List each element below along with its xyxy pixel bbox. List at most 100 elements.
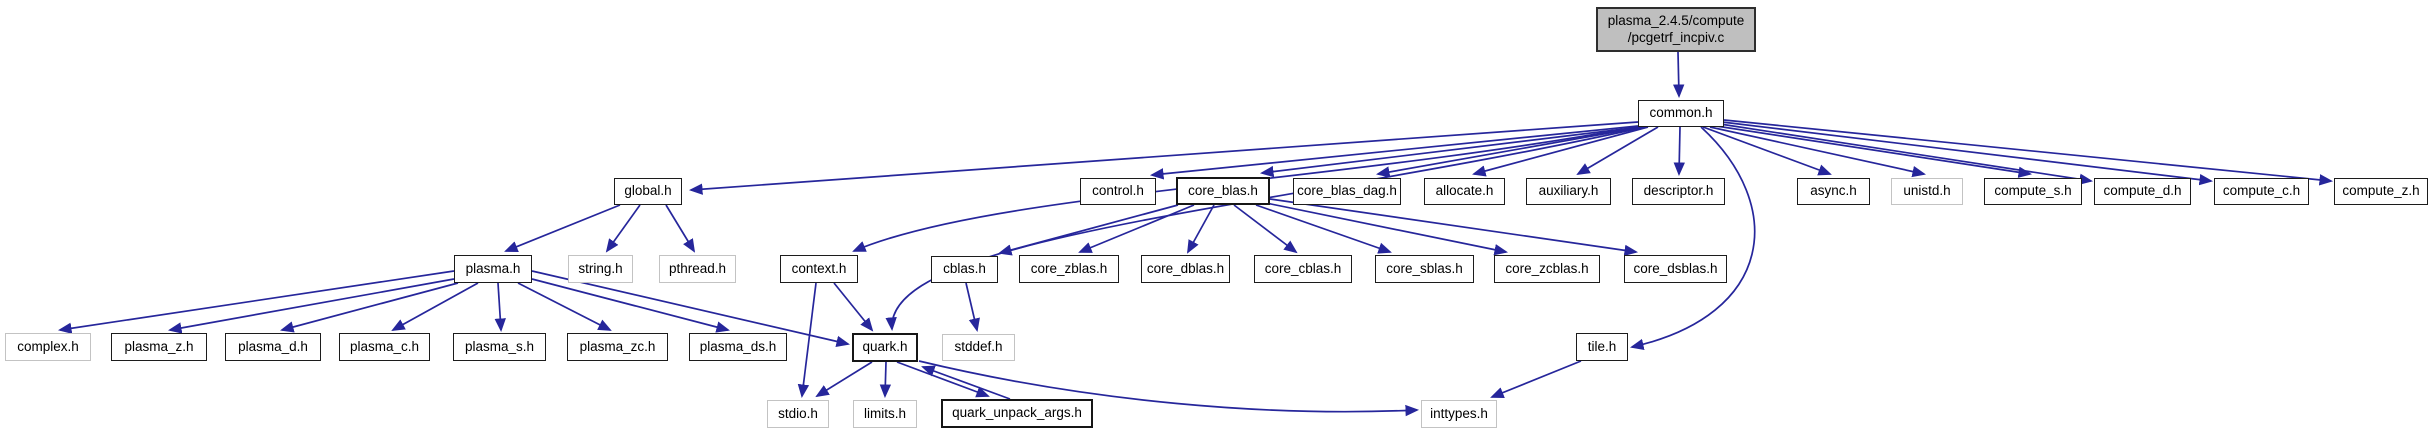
node-core_cblas[interactable]: core_cblas.h — [1254, 255, 1352, 283]
node-inttypes: inttypes.h — [1421, 400, 1497, 428]
edge-plasma-to-complex — [57, 270, 455, 334]
edge-core_blas-to-core_cblas — [1233, 204, 1298, 254]
node-label: plasma_s.h — [464, 338, 535, 354]
node-label: quark_unpack_args.h — [952, 405, 1082, 421]
node-label: core_cblas.h — [1264, 260, 1342, 276]
edge-pcgetrf_incpiv-to-common — [1673, 51, 1685, 99]
node-stddef: stddef.h — [942, 334, 1015, 361]
edge-common-to-compute_c — [1721, 121, 2214, 186]
node-label: inttypes.h — [1430, 405, 1488, 421]
node-core_zblas[interactable]: core_zblas.h — [1019, 255, 1119, 283]
node-quark_unpack_args[interactable]: quark_unpack_args.h — [941, 399, 1093, 428]
node-complex: complex.h — [5, 333, 91, 361]
edge-quark_unpack_args-to-quark — [921, 365, 1011, 400]
node-label: compute_s.h — [1994, 183, 2072, 199]
node-common[interactable]: common.h — [1638, 100, 1724, 127]
node-core_zcblas[interactable]: core_zcblas.h — [1494, 255, 1600, 283]
edge-common-to-unistd — [1709, 126, 1926, 178]
node-label: limits.h — [863, 405, 906, 421]
node-label: core_dblas.h — [1146, 260, 1225, 276]
edge-global-to-string — [605, 204, 641, 253]
edge-core_blas-to-cblas — [998, 204, 1179, 256]
edge-core_blas-to-core_dsblas — [1269, 198, 1639, 256]
node-context[interactable]: context.h — [780, 255, 858, 283]
node-label: plasma_2.4.5/compute /pcgetrf_incpiv.c — [1607, 12, 1745, 45]
edge-common-to-descriptor — [1673, 126, 1685, 177]
node-label: tile.h — [1587, 338, 1617, 354]
node-label: quark.h — [862, 339, 908, 355]
node-compute_z[interactable]: compute_z.h — [2334, 178, 2428, 205]
node-label: cblas.h — [943, 261, 986, 277]
node-core_dblas[interactable]: core_dblas.h — [1141, 255, 1230, 283]
node-label: control.h — [1092, 183, 1144, 199]
edge-common-to-allocate — [1472, 126, 1649, 177]
node-label: unistd.h — [1903, 183, 1951, 199]
node-label: plasma_d.h — [238, 338, 308, 354]
node-label: core_blas.h — [1188, 182, 1258, 198]
node-label: compute_c.h — [2222, 183, 2301, 199]
node-plasma_zc[interactable]: plasma_zc.h — [567, 333, 668, 361]
edge-core_blas-to-core_zblas — [1078, 204, 1195, 253]
node-core_sblas[interactable]: core_sblas.h — [1375, 255, 1474, 283]
node-unistd: unistd.h — [1891, 178, 1963, 205]
node-label: compute_d.h — [2103, 183, 2182, 199]
edge-tile-to-inttypes — [1490, 360, 1582, 398]
edge-core_blas-to-core_zcblas — [1265, 202, 1508, 256]
node-cblas[interactable]: cblas.h — [931, 256, 998, 283]
node-label: plasma.h — [465, 260, 521, 276]
node-plasma_s[interactable]: plasma_s.h — [453, 333, 546, 361]
edge-common-to-compute_d — [1719, 123, 2094, 185]
node-label: plasma_ds.h — [699, 338, 777, 354]
edge-quark-to-quark_unpack_args — [896, 361, 990, 398]
node-compute_d[interactable]: compute_d.h — [2094, 178, 2191, 205]
edge-plasma-to-plasma_d — [280, 282, 459, 333]
node-stdio: stdio.h — [767, 400, 829, 428]
node-compute_c[interactable]: compute_c.h — [2214, 178, 2309, 205]
edge-common-to-core_blas — [1259, 126, 1641, 178]
node-plasma_z[interactable]: plasma_z.h — [111, 333, 207, 361]
node-label: stddef.h — [954, 339, 1003, 355]
node-label: core_zcblas.h — [1505, 260, 1589, 276]
node-label: plasma_c.h — [349, 338, 420, 354]
node-descriptor[interactable]: descriptor.h — [1632, 178, 1725, 205]
edge-plasma-to-plasma_s — [494, 282, 506, 333]
node-label: compute_z.h — [2342, 183, 2420, 199]
edge-quark-to-limits — [879, 361, 892, 399]
node-async[interactable]: async.h — [1797, 178, 1870, 205]
edge-core_blas-to-core_sblas — [1255, 204, 1392, 254]
node-auxiliary[interactable]: auxiliary.h — [1526, 178, 1611, 205]
edge-common-to-quark — [885, 126, 1646, 332]
edge-common-to-async — [1702, 126, 1832, 176]
node-label: plasma_z.h — [124, 338, 194, 354]
node-plasma_c[interactable]: plasma_c.h — [339, 333, 430, 361]
node-core_dsblas[interactable]: core_dsblas.h — [1624, 255, 1727, 283]
node-global[interactable]: global.h — [614, 178, 682, 205]
node-limits: limits.h — [853, 400, 917, 428]
edge-common-to-compute_z — [1723, 119, 2334, 186]
node-compute_s[interactable]: compute_s.h — [1984, 178, 2082, 205]
node-pcgetrf_incpiv: plasma_2.4.5/compute /pcgetrf_incpiv.c — [1596, 7, 1756, 52]
node-core_blas_dag[interactable]: core_blas_dag.h — [1293, 178, 1401, 205]
node-plasma_ds[interactable]: plasma_ds.h — [689, 333, 787, 361]
node-plasma_d[interactable]: plasma_d.h — [225, 333, 321, 361]
node-label: pthread.h — [668, 260, 727, 276]
edge-common-to-auxiliary — [1576, 126, 1659, 176]
node-label: complex.h — [17, 338, 79, 354]
edge-quark-to-inttypes — [918, 360, 1420, 417]
edge-global-to-pthread — [665, 204, 696, 253]
edge-context-to-quark — [833, 282, 874, 332]
node-label: string.h — [578, 260, 623, 276]
node-allocate[interactable]: allocate.h — [1424, 178, 1505, 205]
node-label: core_zblas.h — [1030, 260, 1108, 276]
node-label: core_sblas.h — [1386, 260, 1463, 276]
edge-context-to-stdio — [797, 282, 817, 399]
node-tile[interactable]: tile.h — [1576, 333, 1628, 361]
node-plasma[interactable]: plasma.h — [454, 255, 532, 283]
node-core_blas[interactable]: core_blas.h — [1176, 177, 1270, 205]
node-control[interactable]: control.h — [1080, 178, 1156, 205]
edge-global-to-plasma — [504, 204, 621, 252]
node-quark[interactable]: quark.h — [852, 333, 918, 362]
edge-common-to-compute_s — [1715, 125, 2033, 178]
edge-plasma-to-plasma_z — [167, 278, 455, 334]
